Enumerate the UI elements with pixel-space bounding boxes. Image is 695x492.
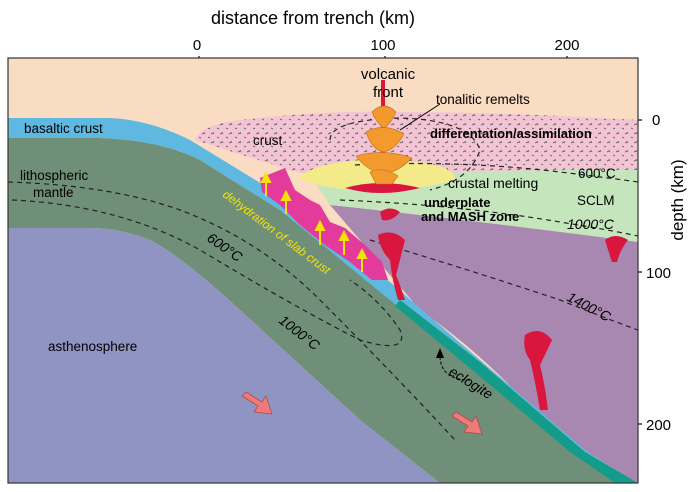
- lithospheric-mantle-label-2: mantle: [33, 185, 74, 200]
- mantle-flow-arrows: [241, 391, 483, 435]
- magma-bodies: [345, 80, 628, 410]
- fluid-arrows: [260, 171, 368, 272]
- lithospheric-mantle-label-1: lithospheric: [20, 168, 89, 183]
- asthenosphere-label: asthenosphere: [48, 339, 137, 354]
- wedge-1000-label: 1000°C: [567, 216, 615, 232]
- underplate-label-2: and MASH zone: [421, 209, 519, 224]
- top-tick-100: 100: [370, 37, 395, 54]
- right-tick-0: 0: [652, 112, 660, 129]
- underplate-label-1: underplate: [424, 195, 490, 210]
- tonalitic-remelt-bodies: [355, 105, 413, 185]
- basaltic-crust-label: basaltic crust: [24, 121, 103, 136]
- crust-label: crust: [253, 133, 283, 148]
- top-tick-200: 200: [554, 37, 579, 54]
- asthenosphere-region: [8, 228, 440, 483]
- cross-section: [8, 58, 638, 483]
- mantle-wedge: [330, 205, 638, 483]
- crustal-melting-label: crustal melting: [448, 175, 538, 191]
- diagram-frame: [7, 57, 639, 484]
- right-tick-100: 100: [646, 265, 671, 282]
- isotherm-lines: [8, 117, 638, 441]
- right-axis-title: depth (km): [668, 159, 687, 240]
- dehydration-pods: [260, 168, 388, 280]
- top-axis-title: distance from trench (km): [211, 8, 415, 28]
- tonalitic-leader: [399, 103, 441, 131]
- top-tick-0: 0: [193, 37, 201, 54]
- volcanic-front-label-1: volcanic: [361, 66, 416, 83]
- eclogite-band: [395, 300, 638, 483]
- sclm-label: SCLM: [577, 193, 615, 208]
- differentiation-label: differentation/assimilation: [430, 126, 592, 141]
- eclogite-pointer: [439, 354, 471, 381]
- tonalitic-remelts-label: tonalitic remelts: [436, 92, 530, 107]
- right-tick-200: 200: [646, 417, 671, 434]
- wedge-600-label: 600°C: [578, 166, 616, 181]
- volcanic-front-label-2: front: [373, 84, 404, 101]
- slab-lithospheric-mantle: [8, 138, 615, 483]
